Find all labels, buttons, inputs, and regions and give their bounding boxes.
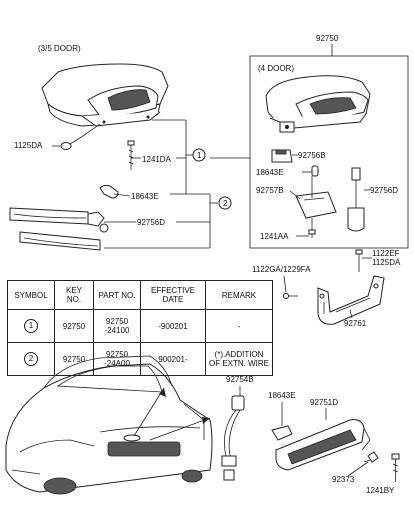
cell-remark: - — [205, 309, 273, 343]
label-1241da: 1241DA — [142, 155, 172, 164]
screw-92373 — [367, 451, 379, 463]
screw-1241da — [127, 140, 135, 170]
screw-1122ga — [283, 293, 298, 299]
label-92761: 92761 — [344, 319, 367, 328]
bulb-socket-92756b — [271, 149, 293, 163]
label-1125da-right: 1125DA — [372, 258, 401, 267]
label-1241by: 1241BY — [366, 486, 395, 495]
pointer-arrows — [133, 387, 211, 441]
cell-effective-date: 900201- — [140, 342, 206, 376]
cell-part-no: 92750 -24A00 — [93, 342, 141, 376]
label-92756d-box: 92756D — [370, 186, 398, 195]
cell-remark: (*).ADDITION OF EXTN. WIRE — [205, 342, 273, 376]
table-row: 2 92750 92750 -24A00 900201- (*).ADDITIO… — [7, 342, 273, 376]
symbol-badge: 2 — [24, 352, 38, 366]
symbol-badge: 1 — [24, 319, 38, 333]
header-symbol: SYMBOL — [7, 280, 55, 310]
label-18643e-box: 18643E — [256, 168, 284, 177]
symbol-circle-1 — [192, 148, 206, 162]
table-row: 1 92750 92750 -24100 -900201 - — [7, 309, 273, 343]
label-circle-1: 1 — [197, 151, 202, 160]
label-1122ga-1229fa: 1122GA/1229FA — [252, 265, 311, 274]
label-92373: 92373 — [332, 475, 355, 484]
header-key-no: KEY NO. — [54, 280, 94, 310]
bulb-18643e-bottom — [271, 402, 293, 441]
header-effective-date: EFFECTIVE DATE — [140, 280, 206, 310]
lamp-92751d — [275, 408, 371, 471]
header-remark: REMARK — [205, 280, 273, 310]
label-92751d: 92751D — [310, 398, 338, 407]
wiring-harness-92756d — [9, 207, 109, 251]
stop-lamp-assembly-3-5-door — [41, 63, 169, 127]
wiring-92754b — [221, 386, 245, 481]
label-1241aa: 1241AA — [260, 232, 289, 241]
label-92756b: 92756B — [298, 151, 326, 160]
symbol-circle-2 — [218, 196, 232, 210]
label-3-5-door: (3/5 DOOR) — [38, 44, 81, 53]
cell-part-no: 92750 -24100 — [93, 309, 141, 343]
header-part-no: PART NO. — [93, 280, 141, 310]
label-92750-top: 92750 — [316, 34, 339, 43]
bolt-1122ef — [355, 249, 363, 272]
bracket-92761 — [317, 275, 385, 325]
table-header-row: SYMBOL KEY NO. PART NO. EFFECTIVE DATE R… — [7, 280, 273, 310]
car-rear-view — [5, 355, 213, 495]
screw-1241aa — [308, 218, 316, 238]
symbol-bracket-lines — [104, 119, 250, 249]
cell-key-no: 92750 — [54, 309, 94, 343]
bulb-18643e — [99, 184, 131, 199]
four-door-box — [249, 55, 409, 249]
bulb-18643e-box — [311, 165, 319, 177]
label-1122ef: 1122EF — [372, 249, 400, 258]
symbol-table: SYMBOL KEY NO. PART NO. EFFECTIVE DATE R… — [7, 280, 273, 376]
label-92757b: 92757B — [256, 186, 284, 195]
label-circle-2: 2 — [223, 199, 228, 208]
screw-1241by — [391, 453, 400, 482]
cell-symbol: 2 — [7, 342, 55, 376]
cell-effective-date: -900201 — [140, 309, 206, 343]
screw-1125da — [60, 137, 81, 150]
label-18643e-left: 18643E — [131, 192, 159, 201]
bracket-92757b — [295, 176, 337, 219]
label-1125da: 1125DA — [14, 141, 43, 150]
label-92756d-left: 92756D — [137, 218, 165, 227]
label-18643e-bottom: 18643E — [268, 391, 296, 400]
cell-key-no: 92750 — [54, 342, 94, 376]
label-4-door: (4 DOOR) — [258, 64, 294, 73]
wiring-92756d-box — [347, 167, 365, 232]
label-92754b: 92754B — [226, 375, 254, 384]
cell-symbol: 1 — [7, 309, 55, 343]
stop-lamp-assembly-4-door — [265, 75, 371, 133]
